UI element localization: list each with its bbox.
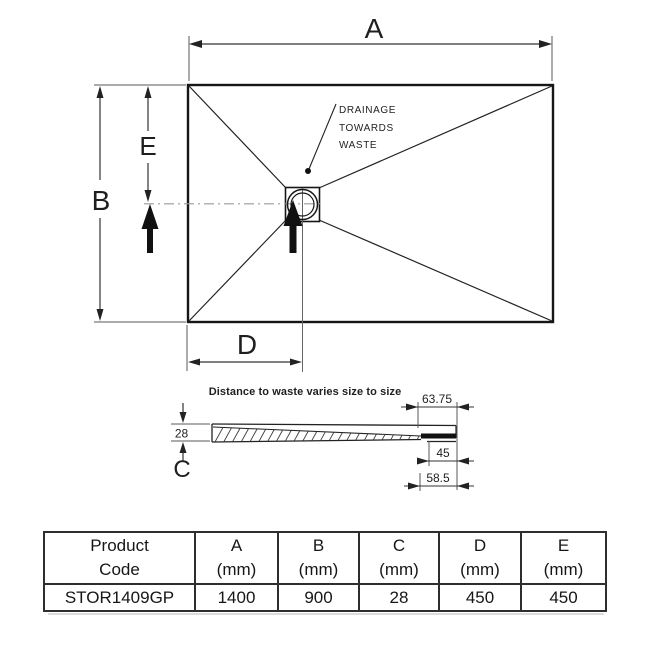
dim-c-label: C xyxy=(173,456,190,483)
dimension-arrow-icon xyxy=(96,309,104,321)
dim-e-label: E xyxy=(139,131,156,161)
col-header-c: C (mm) xyxy=(358,531,440,585)
centerline-pointer-arrow-icon xyxy=(141,204,159,253)
dimension-arrow-icon xyxy=(189,40,202,48)
section-view: Distance to waste varies size to size 28… xyxy=(171,386,474,491)
leader-line xyxy=(308,103,337,170)
dimension-a: A xyxy=(188,13,553,81)
table-row: STOR1409GP 1400 900 28 450 450 xyxy=(43,583,607,612)
dimension-arrow-icon xyxy=(417,457,429,465)
dimension-arrow-icon xyxy=(406,403,418,411)
dimension-arrow-icon xyxy=(290,358,302,366)
col-header-product-code: Product Code xyxy=(43,531,196,585)
dimension-arrow-icon xyxy=(179,412,187,423)
cell-d: 450 xyxy=(438,583,522,612)
thickness-value: 28 xyxy=(175,427,189,441)
dimension-arrow-icon xyxy=(179,442,187,453)
dimension-arrow-icon xyxy=(96,86,104,98)
leader-dot-icon xyxy=(305,168,311,174)
dimension-b: B xyxy=(92,84,186,323)
dimension-waste-width: 45 xyxy=(417,441,474,466)
cell-b: 900 xyxy=(277,583,360,612)
dimension-arrow-icon xyxy=(144,86,152,98)
col-header-a: A (mm) xyxy=(194,531,279,585)
drainage-note-line3: WASTE xyxy=(339,140,377,151)
col-header-b: B (mm) xyxy=(277,531,360,585)
drainage-note-line1: DRAINAGE xyxy=(339,105,396,116)
cell-a: 1400 xyxy=(194,583,279,612)
dim-d-label: D xyxy=(237,329,257,360)
table-header-row: Product Code A (mm) B (mm) C (mm) D (mm)… xyxy=(43,531,607,585)
waste-width-value: 45 xyxy=(436,446,450,460)
cell-e: 450 xyxy=(520,583,607,612)
cell-c: 28 xyxy=(358,583,440,612)
section-caption: Distance to waste varies size to size xyxy=(209,386,402,398)
dimension-arrow-icon xyxy=(144,190,152,202)
dim-a-label: A xyxy=(365,13,384,44)
dimension-waste-offset: 58.5 xyxy=(404,471,474,491)
tray-section-profile xyxy=(211,423,457,443)
dimension-d: D xyxy=(186,325,302,371)
col-header-e: E (mm) xyxy=(520,531,607,585)
dimension-arrow-icon xyxy=(408,482,420,490)
top-view: A B E D xyxy=(92,13,555,372)
waste-drain-icon xyxy=(286,188,319,221)
col-header-d: D (mm) xyxy=(438,531,522,585)
dimension-arrow-icon xyxy=(539,40,552,48)
tray-outline xyxy=(186,83,555,324)
cell-product-code: STOR1409GP xyxy=(43,583,196,612)
waste-outlet-bar xyxy=(421,433,456,439)
slope-diagonal-lines xyxy=(188,85,553,322)
waste-offset-value: 58.5 xyxy=(426,471,450,485)
dim-b-label: B xyxy=(92,185,111,216)
dimension-arrow-icon xyxy=(457,457,469,465)
section-hatch xyxy=(214,427,420,442)
rim-to-waste-value: 63.75 xyxy=(422,392,452,406)
dimension-arrow-icon xyxy=(457,482,469,490)
drainage-note-line2: TOWARDS xyxy=(339,123,394,134)
dimension-arrow-icon xyxy=(457,403,469,411)
dimension-rim-to-waste: 63.75 xyxy=(401,392,474,490)
dimension-arrow-icon xyxy=(188,358,200,366)
dimension-e: E xyxy=(139,86,159,253)
drainage-note: DRAINAGE TOWARDS WASTE xyxy=(305,103,396,174)
dimensions-table: Product Code A (mm) B (mm) C (mm) D (mm)… xyxy=(43,531,607,612)
drain-flow-arrow-icon xyxy=(283,200,303,253)
dimension-c-thickness: 28 C xyxy=(171,403,210,483)
